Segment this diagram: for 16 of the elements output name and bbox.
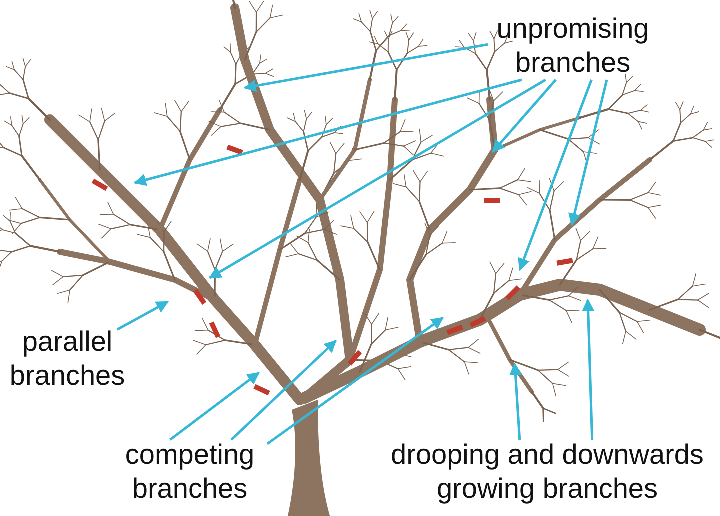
leader-line [518,80,593,272]
leader-line [134,78,522,186]
leader-line [116,300,170,331]
callout-label: competing branches [124,438,256,506]
leader-line [169,372,260,442]
leader-line [244,43,488,92]
leader-line [266,316,444,446]
leader-line [492,79,557,153]
leader-line [208,78,546,280]
leader-line [230,340,337,441]
leader-line [582,298,595,440]
callout-label: parallel branches [8,325,126,393]
callout-label: unpromising branches [496,12,650,80]
callout-label: drooping and downwards growing branches [390,438,705,506]
leader-line [509,362,522,440]
leader-line [568,80,608,226]
